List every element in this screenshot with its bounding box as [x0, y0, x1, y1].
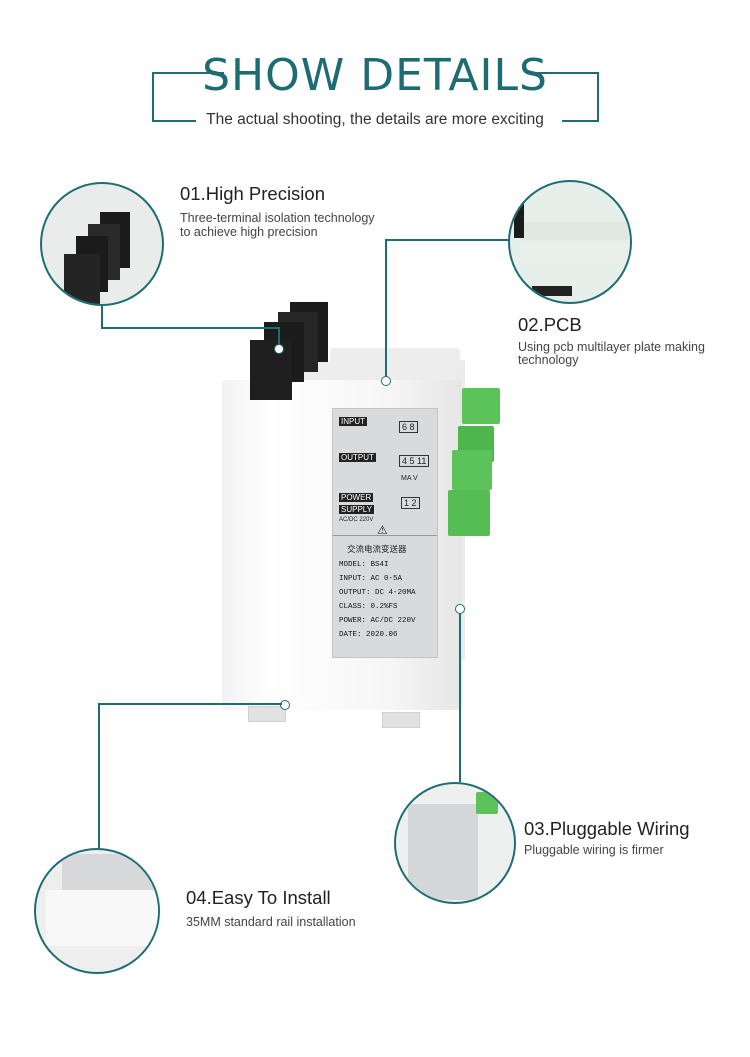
device-tier: [330, 348, 460, 366]
power-tag-2: SUPPLY: [339, 505, 374, 514]
zoom-circle-rail: [34, 848, 160, 974]
feature-desc: technology: [518, 353, 579, 367]
leader-line: [98, 703, 100, 850]
zoom-circle-pcb: [508, 180, 632, 304]
leader-line: [101, 306, 103, 328]
date-line: DATE: 2020.06: [339, 631, 398, 639]
power-line: POWER: AC/DC 220V: [339, 617, 416, 625]
page-subtitle: The actual shooting, the details are mor…: [206, 111, 544, 128]
feature-title: 03.Pluggable Wiring: [524, 818, 690, 839]
feature-title: 02.PCB: [518, 314, 582, 335]
callout-dot: [455, 604, 465, 614]
header-frame-top-right: [526, 72, 598, 74]
chinese-name: 交流电流变送器: [347, 545, 407, 555]
output-terminals: 4 5 11: [399, 455, 430, 467]
class-line: CLASS: 0.2%FS: [339, 603, 398, 611]
header-frame-top-left: [152, 72, 224, 74]
input-line: INPUT: AC 0-5A: [339, 575, 403, 583]
label-plate: INPUT 6 8 OUTPUT 4 5 11 MA V POWER SUPPL…: [332, 408, 438, 658]
header-frame-left: [152, 72, 154, 122]
rail-clip: [382, 712, 420, 728]
power-tag: POWER: [339, 493, 374, 502]
header-frame-bottom-left: [152, 120, 196, 122]
feature-desc: Three-terminal isolation technology: [180, 211, 375, 225]
power-spec: AC/DC 220V: [339, 517, 374, 523]
leader-line: [278, 327, 280, 347]
feature-desc: to achieve high precision: [180, 225, 318, 239]
header-frame-bottom-right: [562, 120, 598, 122]
output-tag: OUTPUT: [339, 453, 376, 462]
leader-line: [385, 239, 509, 241]
header-frame-right: [597, 72, 599, 122]
output-terminal-units: MA V: [401, 475, 418, 482]
divider: [333, 535, 437, 536]
feature-desc: 35MM standard rail installation: [186, 915, 356, 929]
zoom-circle-terminals: [40, 182, 164, 306]
leader-line: [459, 610, 461, 782]
callout-dot: [280, 700, 290, 710]
model-line: MODEL: BS4I: [339, 561, 389, 569]
feature-desc: Using pcb multilayer plate making: [518, 340, 705, 354]
feature-desc: Pluggable wiring is firmer: [524, 843, 664, 857]
callout-dot: [274, 344, 284, 354]
leader-line: [101, 327, 279, 329]
feature-title: 01.High Precision: [180, 183, 325, 204]
device-tier: [290, 362, 455, 380]
rail-clip: [248, 706, 286, 722]
page-title: SHOW DETAILS: [202, 50, 548, 101]
leader-line: [385, 239, 387, 379]
zoom-circle-label: [394, 782, 516, 904]
output-line: OUTPUT: DC 4-20MA: [339, 589, 416, 597]
input-terminals: 6 8: [399, 421, 418, 433]
callout-dot: [381, 376, 391, 386]
power-terminals: 1 2: [401, 497, 420, 509]
leader-line: [98, 703, 282, 705]
warning-icon: ⚠: [377, 523, 388, 537]
feature-title: 04.Easy To Install: [186, 887, 331, 908]
input-tag: INPUT: [339, 417, 367, 426]
